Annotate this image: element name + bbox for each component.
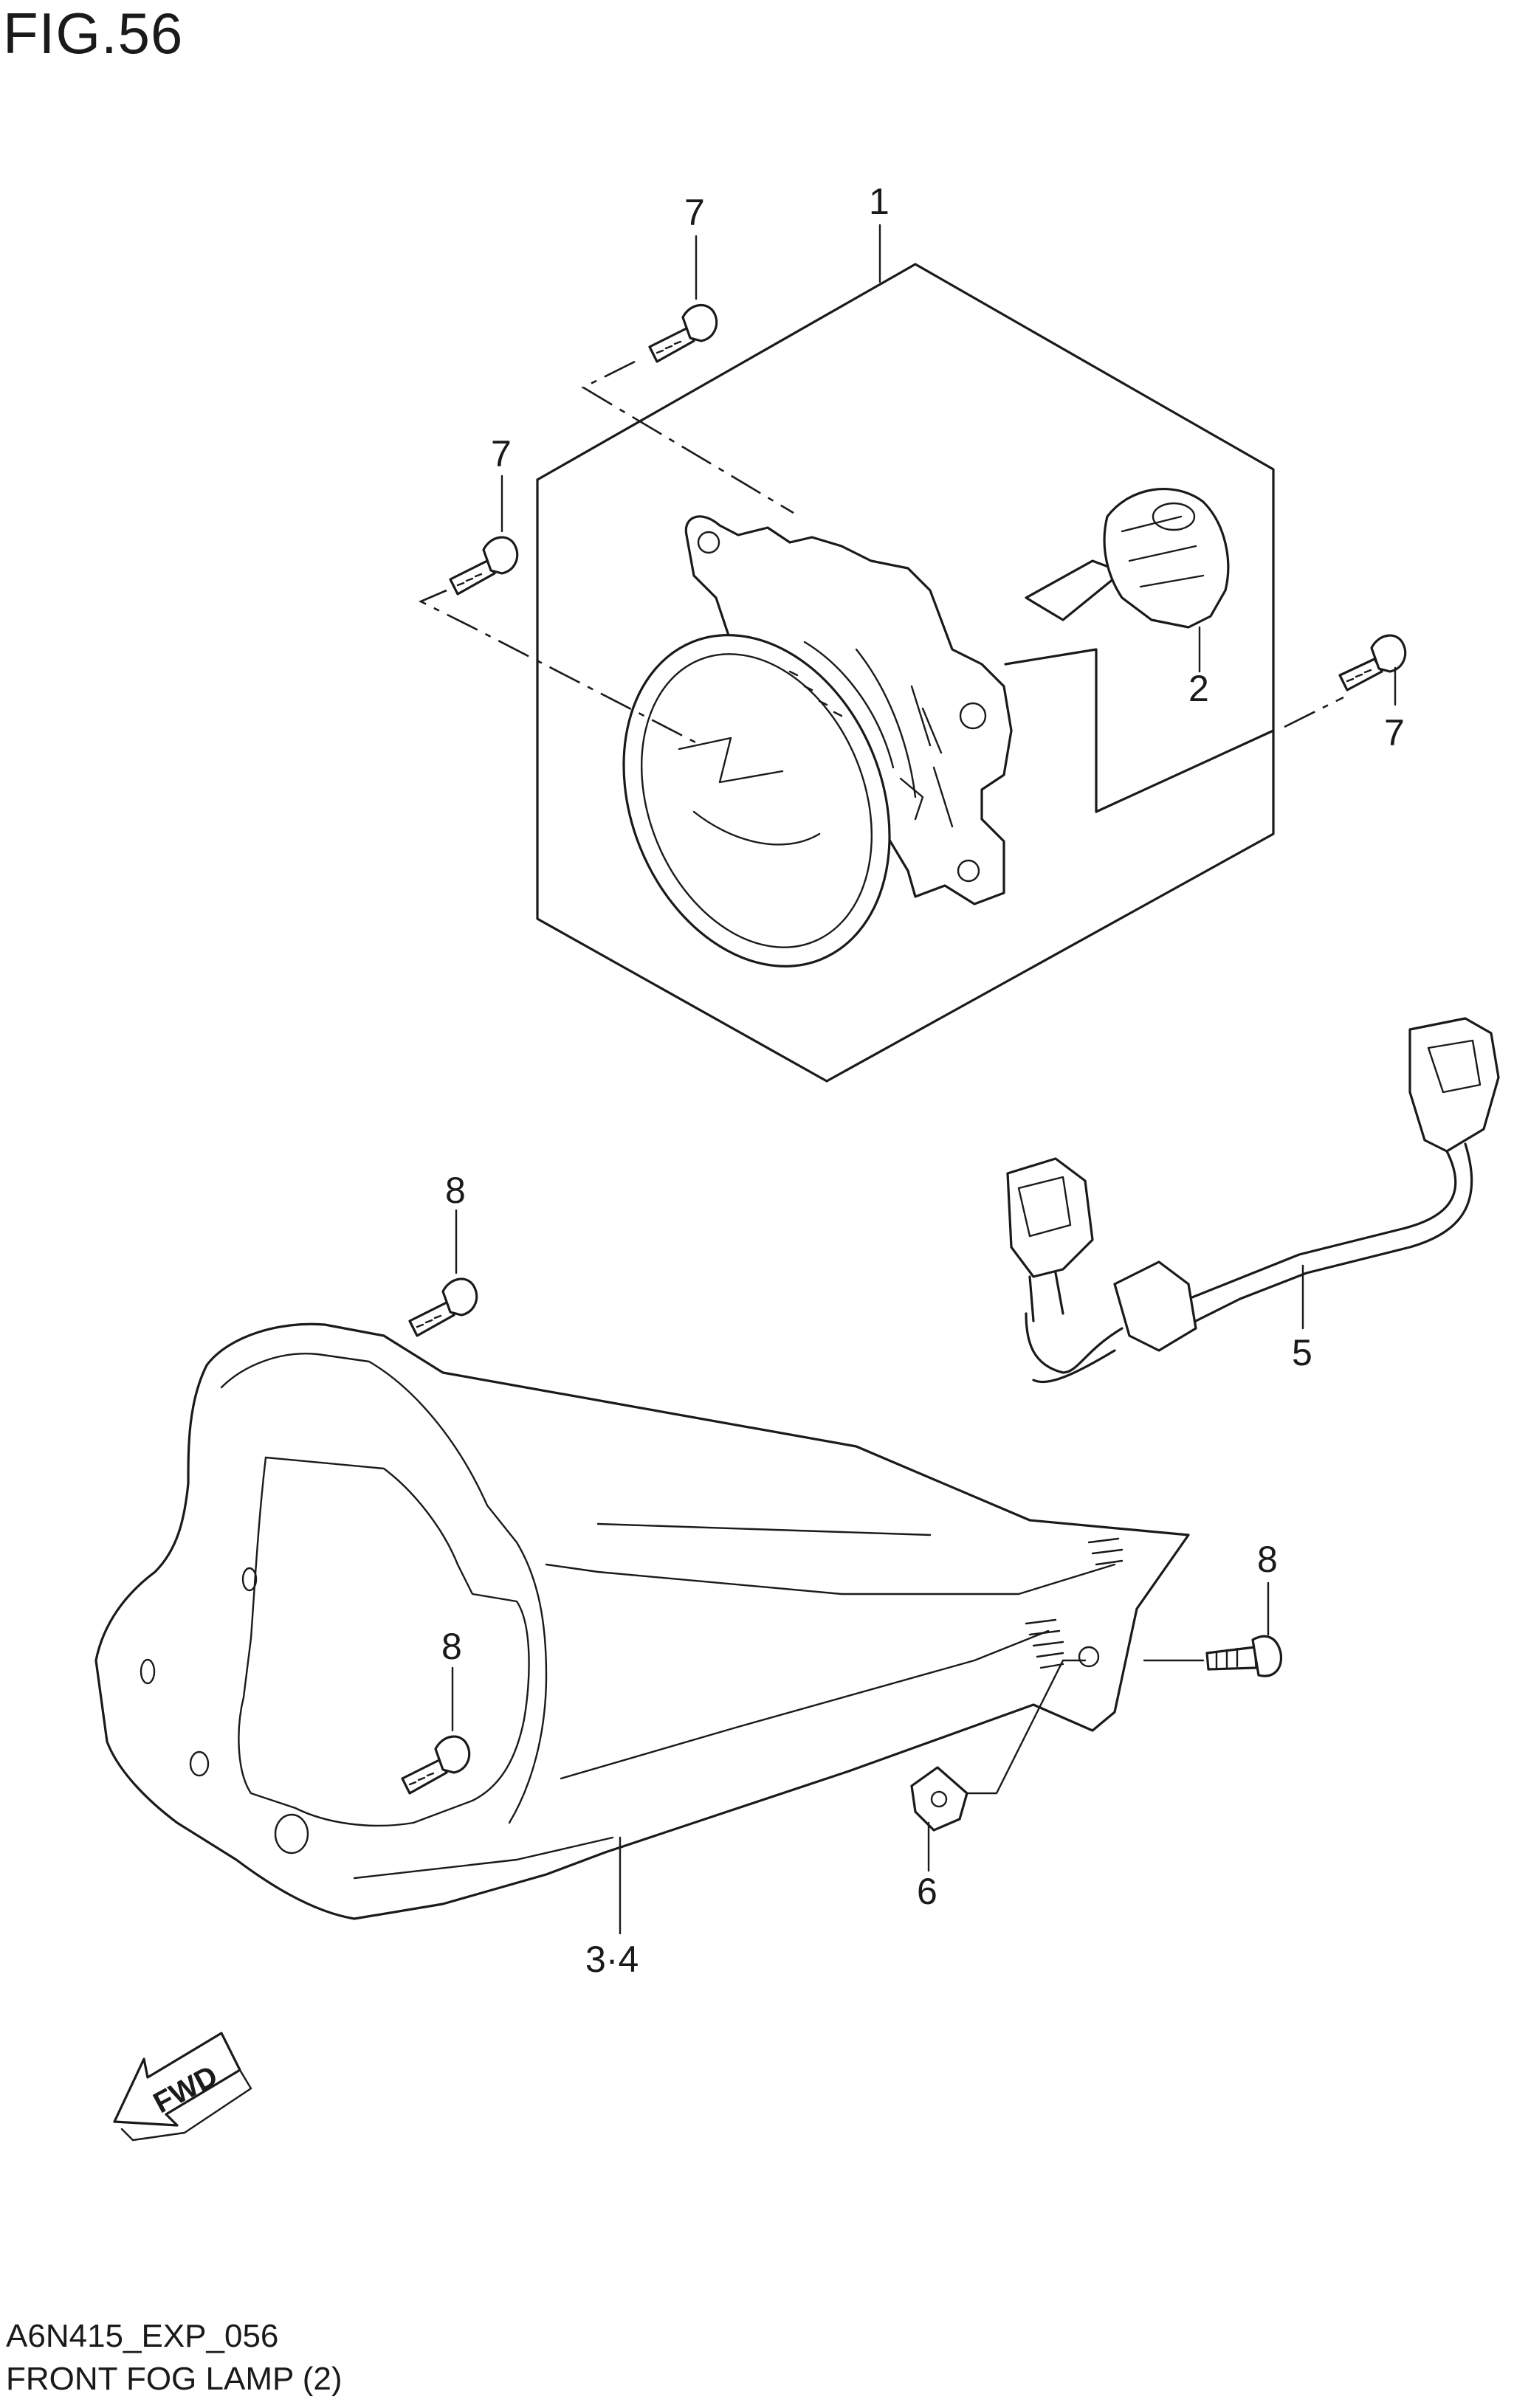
callout-7-right: 7 <box>1384 712 1405 753</box>
callout-3-4: 3·4 <box>585 1939 639 1980</box>
screw-part-8-right <box>1143 1581 1282 1677</box>
clip-nut-part-6 <box>910 1659 1087 1872</box>
screw-part-8-middle <box>401 1666 471 1795</box>
callout-2: 2 <box>1188 668 1209 709</box>
callout-8-right: 8 <box>1257 1539 1278 1580</box>
callout-6: 6 <box>917 1871 937 1912</box>
callout-7-left: 7 <box>491 433 512 475</box>
figure-code: A6N415_EXP_056 <box>6 2318 279 2354</box>
screw-part-7-right <box>1338 634 1407 706</box>
screw-part-7-left <box>449 475 519 596</box>
figure-name: FRONT FOG LAMP (2) <box>6 2361 343 2397</box>
callout-5: 5 <box>1292 1332 1312 1373</box>
callout-1: 1 <box>869 181 890 222</box>
fog-lamp-bracket-part-3-4 <box>94 1322 1190 1935</box>
bulb-part-2 <box>1025 487 1230 673</box>
screw-part-8-top <box>408 1209 478 1337</box>
wire-harness-part-5 <box>1006 1017 1500 1384</box>
callout-8-top: 8 <box>445 1170 466 1211</box>
callout-7-top: 7 <box>684 192 705 233</box>
screw-part-7-top <box>648 235 718 363</box>
fwd-arrow-icon: FWD <box>113 2032 252 2142</box>
fog-lamp-unit <box>622 515 1013 967</box>
assembly-box-part-1 <box>536 224 1275 1083</box>
callout-8-middle: 8 <box>441 1626 462 1667</box>
figure-title: FIG.56 <box>3 1 184 66</box>
alignment-lines <box>418 360 1344 747</box>
